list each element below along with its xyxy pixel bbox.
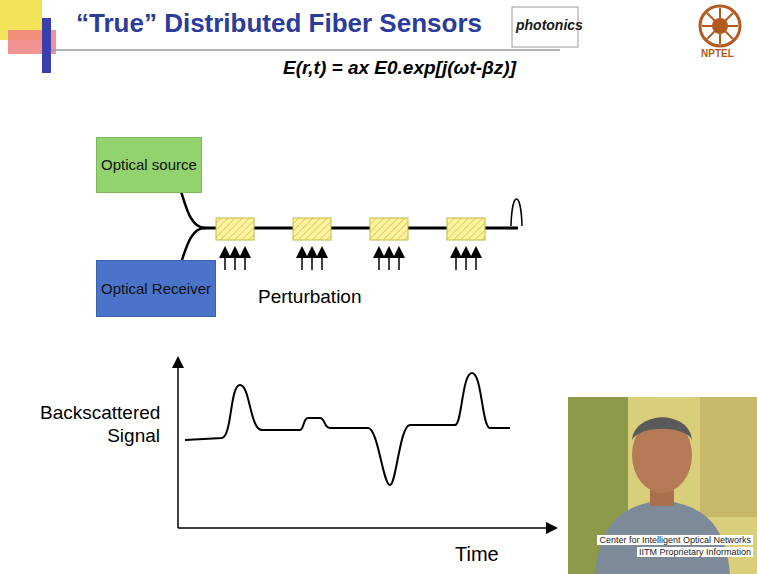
slide-title: “True” Distributed Fiber Sensors xyxy=(76,8,482,39)
title-rule xyxy=(51,49,560,51)
receiver-box: Optical Receiver xyxy=(96,260,216,317)
perturbation-arrow xyxy=(225,252,476,270)
deco-bar xyxy=(42,18,51,73)
node-text: Optical Receiver xyxy=(101,280,211,297)
presenter-video xyxy=(568,397,757,574)
logo-emblem xyxy=(700,6,740,46)
field-equation: E(r,t) = ax E0.exp[j(ωt-βz)] xyxy=(283,57,516,79)
footer-note: IITM Proprietary Information xyxy=(637,547,753,557)
footer-note: Center for Intelligent Optical Networks xyxy=(597,535,753,545)
logo-text: NPTEL xyxy=(701,48,734,59)
source-box: Optical source xyxy=(96,137,202,193)
logo-text: photonics xyxy=(516,17,583,33)
logo-emblem xyxy=(702,8,738,44)
axis-label: Backscattered Signal xyxy=(40,402,160,448)
axis-label: Time xyxy=(455,543,499,566)
node-text: Optical source xyxy=(101,156,197,173)
perturbation-label: Perturbation xyxy=(258,286,362,308)
backscatter-trace xyxy=(185,373,510,485)
x-axis xyxy=(178,527,552,529)
light-pulse xyxy=(511,199,522,226)
sensing-region xyxy=(216,218,485,240)
y-axis xyxy=(177,362,179,528)
